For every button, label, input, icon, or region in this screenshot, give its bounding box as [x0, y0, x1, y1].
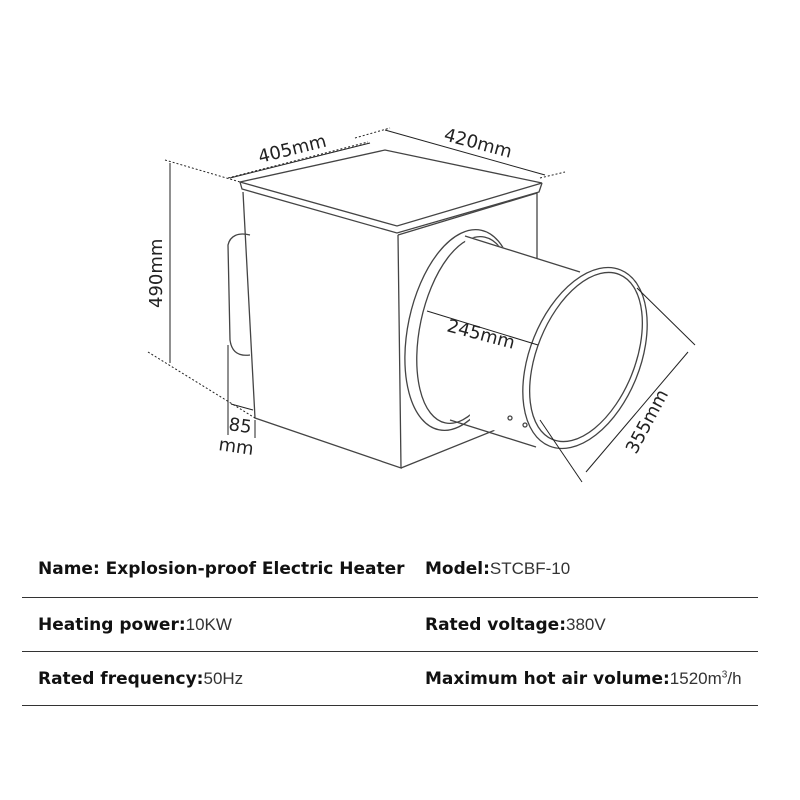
spec-value: 380V — [566, 614, 606, 634]
spec-label: Rated frequency: — [38, 668, 204, 689]
handle-offset-unit: mm — [217, 434, 255, 460]
spec-name: Name: Explosion-proof Electric Heater — [38, 559, 405, 579]
heater-dimension-drawing: 405mm 420mm 490mm 245mm 355mm 85 mm — [146, 125, 696, 483]
spec-model: Model:STCBF-10 — [425, 559, 570, 579]
spec-row: Heating power:10KW Rated voltage:380V — [22, 598, 758, 652]
spec-value: STCBF-10 — [489, 558, 571, 578]
spec-value: 10KW — [185, 614, 232, 634]
spec-heating-power: Heating power:10KW — [38, 615, 232, 635]
spec-value: 1520m — [669, 668, 722, 688]
handle-offset-value: 85 — [227, 414, 253, 438]
outer-diameter-label: 355mm — [622, 386, 673, 457]
heater-outline — [227, 149, 648, 469]
spec-value: 50Hz — [203, 668, 244, 688]
height-label: 490mm — [146, 239, 167, 308]
spec-label: Name: Explosion-proof Electric Heater — [38, 558, 405, 579]
spec-air-volume: Maximum hot air volume:1520m3/h — [425, 669, 742, 689]
dimension-lines — [147, 127, 696, 483]
spec-label: Rated voltage: — [425, 614, 566, 635]
spec-label: Heating power: — [38, 614, 186, 635]
spec-label: Model: — [425, 558, 490, 579]
depth-label: 420mm — [442, 125, 515, 163]
spec-value-unit: /h — [727, 668, 742, 688]
spec-row: Name: Explosion-proof Electric Heater Mo… — [22, 540, 758, 598]
spec-row: Rated frequency:50Hz Maximum hot air vol… — [22, 652, 758, 706]
spec-label: Maximum hot air volume: — [425, 668, 670, 689]
spec-value-superscript: 3 — [721, 668, 728, 680]
spec-table: Name: Explosion-proof Electric Heater Mo… — [22, 540, 758, 706]
spec-rated-voltage: Rated voltage:380V — [425, 615, 606, 635]
spec-rated-frequency: Rated frequency:50Hz — [38, 669, 243, 689]
